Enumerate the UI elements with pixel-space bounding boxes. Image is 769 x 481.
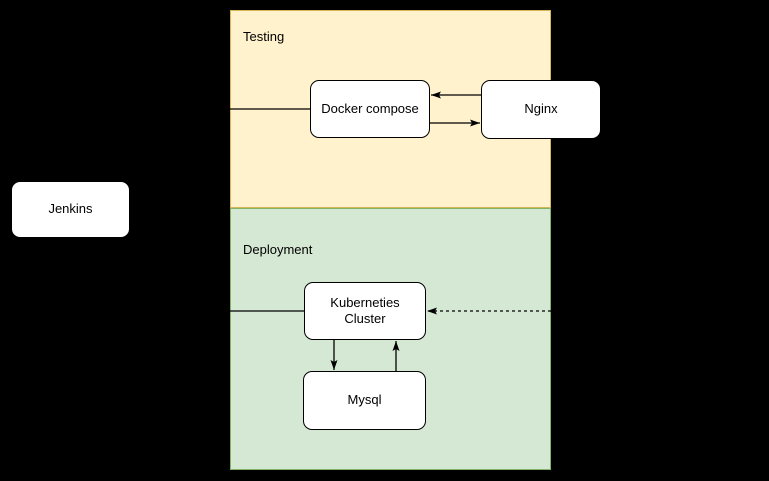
region-deployment-label: Deployment <box>243 242 313 257</box>
node-kuberneties-cluster-label-line2: Cluster <box>344 311 386 326</box>
node-docker-compose: Docker compose <box>310 80 430 138</box>
node-mysql: Mysql <box>303 371 426 430</box>
node-mysql-label: Mysql <box>347 392 382 408</box>
node-jenkins-label: Jenkins <box>48 201 93 217</box>
region-testing-label: Testing <box>243 29 285 44</box>
node-kuberneties-cluster: Kuberneties Cluster <box>304 282 426 340</box>
node-kuberneties-cluster-label-line1: Kuberneties <box>330 294 400 310</box>
node-nginx: Nginx <box>481 80 601 139</box>
node-nginx-label: Nginx <box>524 101 558 117</box>
node-docker-compose-label: Docker compose <box>321 100 419 116</box>
node-jenkins: Jenkins <box>11 181 130 238</box>
